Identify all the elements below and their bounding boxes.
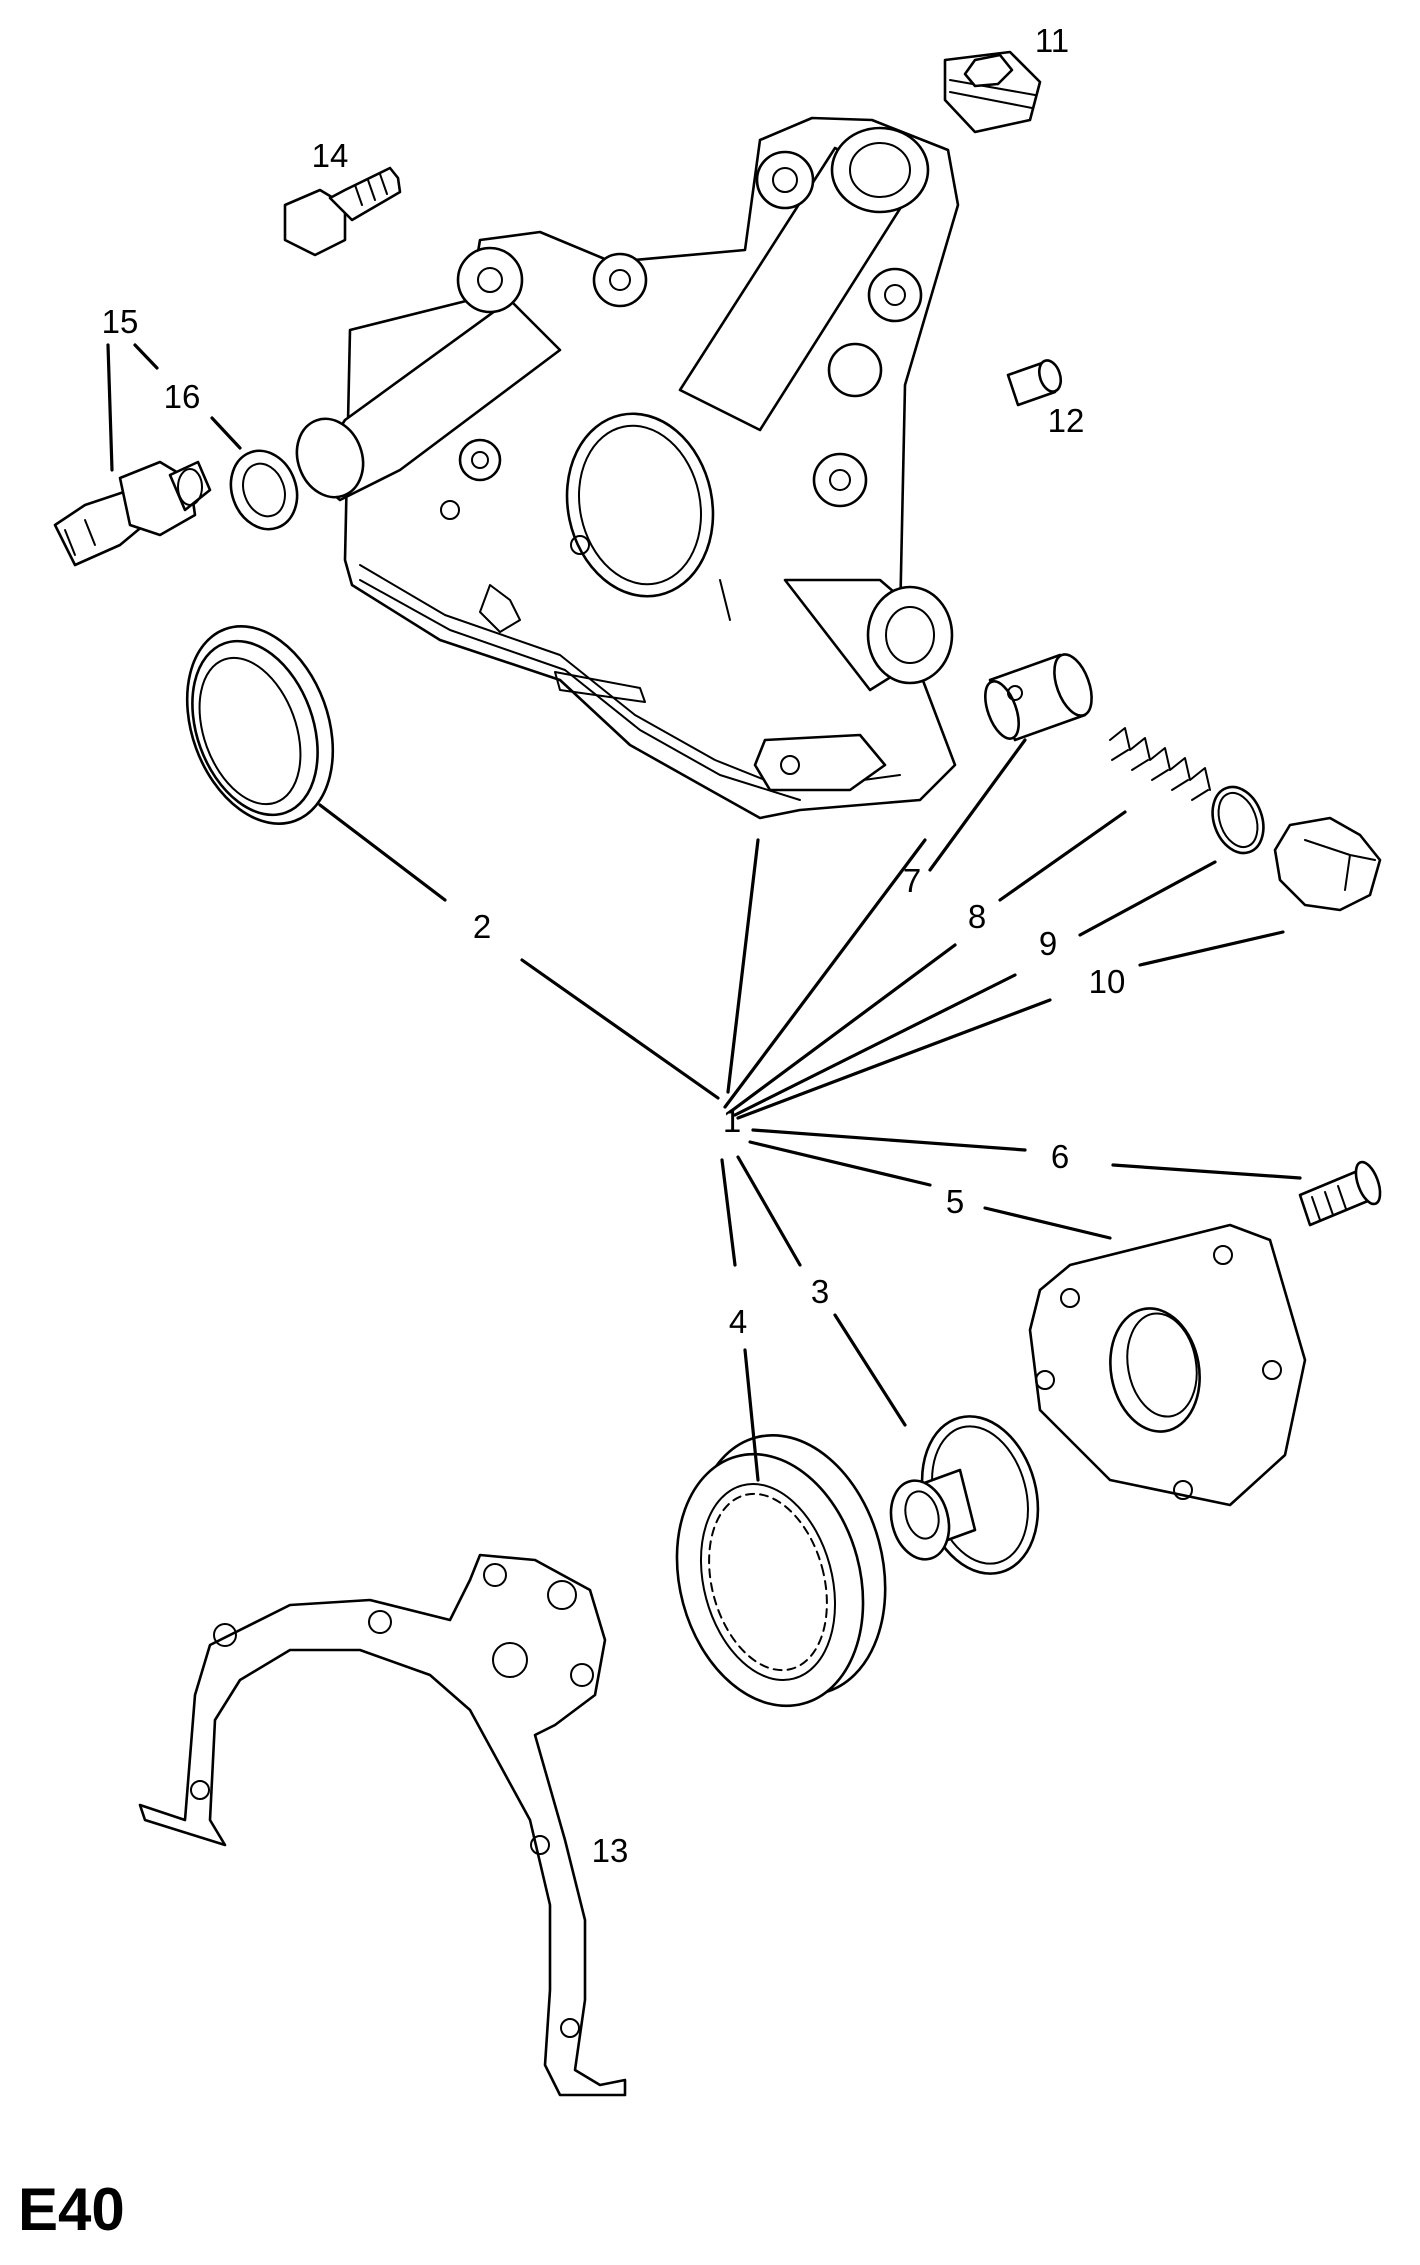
spring-part-8 [1109, 727, 1211, 801]
leader-lines [106, 343, 1302, 1482]
callout-1: 1 [723, 1102, 741, 1139]
threaded-plug-part-11 [943, 50, 1042, 134]
oil-pump-housing [295, 116, 960, 820]
callout-labels: 1 2 3 4 5 6 7 8 9 10 11 12 13 14 15 16 [102, 22, 1126, 1869]
callout-15: 15 [102, 303, 139, 340]
callout-4: 4 [729, 1303, 747, 1340]
callout-6: 6 [1051, 1138, 1069, 1175]
callout-11: 11 [1035, 22, 1069, 59]
callout-9: 9 [1039, 925, 1057, 962]
callout-14: 14 [312, 137, 349, 174]
countersunk-screw-part-6 [1298, 1160, 1382, 1227]
callout-3: 3 [811, 1273, 829, 1310]
callout-10: 10 [1089, 963, 1126, 1000]
hex-plug-part-10 [1273, 816, 1382, 912]
shaft-seal-part-2 [185, 625, 335, 825]
hex-bolt-part-14 [283, 166, 402, 257]
gasket-part-13 [138, 1553, 627, 2097]
drive-gear-part-3 [889, 1415, 1040, 1575]
callout-5: 5 [946, 1183, 964, 1220]
sealing-washer-part-16 [229, 449, 299, 531]
callout-16: 16 [164, 378, 201, 415]
relief-piston-part-7 [984, 653, 1093, 742]
diagram-code: E40 [18, 2176, 125, 2243]
outer-rotor-part-4 [675, 1433, 887, 1708]
callout-7: 7 [903, 862, 921, 899]
callout-8: 8 [968, 898, 986, 935]
cover-plate-part-5 [1028, 1223, 1307, 1507]
callout-13: 13 [592, 1832, 629, 1869]
dowel-sleeve-part-12 [1006, 359, 1063, 407]
callout-2: 2 [473, 908, 491, 945]
o-ring-part-9 [1211, 785, 1265, 855]
pressure-switch-part-15 [53, 460, 212, 567]
callout-12: 12 [1048, 402, 1085, 439]
